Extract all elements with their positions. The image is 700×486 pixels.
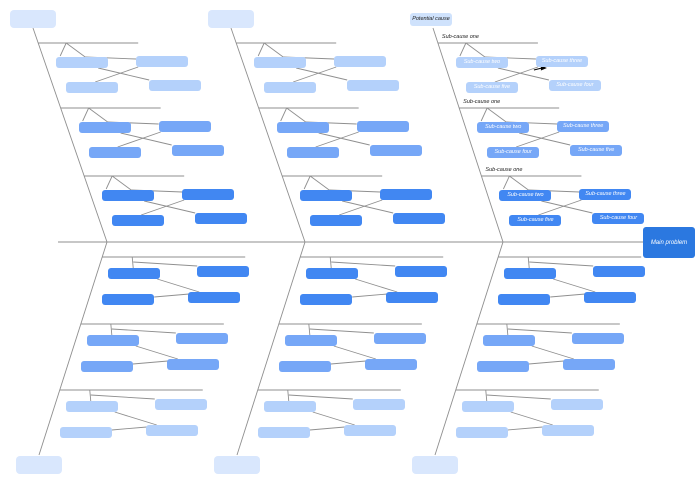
sub-cause-box[interactable]	[257, 427, 310, 438]
category-box[interactable]	[412, 456, 458, 474]
sub-cause-line-label: Sub-cause one	[463, 99, 501, 105]
sub-cause-box[interactable]: Sub-cause two	[455, 57, 508, 68]
sub-cause-box[interactable]: Sub-cause five	[509, 215, 562, 226]
sub-cause-box[interactable]: Sub-cause three	[557, 121, 610, 132]
sub-cause-box[interactable]	[166, 359, 219, 370]
sub-cause-box[interactable]	[373, 333, 426, 344]
sub-cause-box[interactable]	[369, 145, 422, 156]
sub-cause-box[interactable]	[88, 147, 141, 158]
sub-cause-box[interactable]	[56, 57, 109, 68]
sub-cause-box[interactable]	[195, 213, 248, 224]
sub-cause-box[interactable]	[364, 359, 417, 370]
category-box[interactable]	[16, 456, 62, 474]
sub-cause-box[interactable]	[112, 215, 165, 226]
sub-cause-box[interactable]	[86, 335, 139, 346]
sub-cause-box[interactable]: Sub-cause two	[477, 122, 530, 133]
sub-cause-box[interactable]	[334, 56, 387, 67]
sub-cause-box[interactable]	[254, 57, 307, 68]
sub-cause-box[interactable]	[571, 333, 624, 344]
sub-cause-box[interactable]	[504, 268, 557, 279]
sub-cause-box[interactable]	[264, 82, 317, 93]
sub-cause-box[interactable]: Sub-cause four	[548, 80, 601, 91]
sub-cause-box[interactable]: Sub-cause two	[499, 190, 552, 201]
sub-cause-box[interactable]	[310, 215, 363, 226]
sub-cause-box[interactable]	[343, 425, 396, 436]
sub-cause-box[interactable]	[386, 292, 439, 303]
sub-cause-box[interactable]	[395, 266, 448, 277]
sub-cause-box[interactable]	[347, 80, 400, 91]
sub-cause-box[interactable]	[197, 266, 250, 277]
category-box[interactable]	[208, 10, 254, 28]
sub-cause-box[interactable]	[380, 189, 433, 200]
main-problem-box[interactable]: Main problem	[643, 227, 695, 258]
sub-cause-box[interactable]	[476, 361, 529, 372]
sub-cause-box[interactable]	[393, 213, 446, 224]
sub-cause-box[interactable]	[102, 294, 155, 305]
sub-cause-box[interactable]	[59, 427, 112, 438]
sub-cause-box[interactable]	[352, 399, 405, 410]
sub-cause-box[interactable]	[455, 427, 508, 438]
sub-cause-box[interactable]	[286, 147, 339, 158]
sub-cause-box[interactable]: Sub-cause five	[465, 82, 518, 93]
sub-cause-box[interactable]	[66, 82, 119, 93]
sub-cause-box[interactable]	[461, 401, 514, 412]
sub-cause-box[interactable]	[550, 399, 603, 410]
sub-cause-box[interactable]: Sub-cause five	[570, 145, 623, 156]
sub-cause-box[interactable]	[175, 333, 228, 344]
sub-cause-box[interactable]: Sub-cause three	[579, 189, 632, 200]
sub-cause-box[interactable]	[584, 292, 637, 303]
sub-cause-box[interactable]	[356, 121, 409, 132]
potential-cause-box[interactable]: Potential cause	[410, 13, 452, 26]
sub-cause-box[interactable]	[154, 399, 207, 410]
sub-cause-box[interactable]	[541, 425, 594, 436]
sub-cause-box[interactable]: Sub-cause three	[535, 56, 588, 67]
sub-cause-box[interactable]	[108, 268, 161, 279]
sub-cause-box[interactable]	[158, 121, 211, 132]
sub-cause-box[interactable]	[149, 80, 202, 91]
sub-cause-box[interactable]	[276, 122, 329, 133]
sub-cause-box[interactable]	[562, 359, 615, 370]
sub-cause-box[interactable]	[482, 335, 535, 346]
sub-cause-line-label: Sub-cause one	[485, 167, 523, 173]
sub-cause-box[interactable]	[145, 425, 198, 436]
category-box[interactable]	[214, 456, 260, 474]
sub-cause-box[interactable]	[65, 401, 118, 412]
sub-cause-box[interactable]: Sub-cause four	[592, 213, 645, 224]
sub-cause-box[interactable]: Sub-cause four	[487, 147, 540, 158]
sub-cause-box[interactable]	[306, 268, 359, 279]
sub-cause-line-label: Sub-cause one	[441, 34, 479, 40]
sub-cause-box[interactable]	[593, 266, 646, 277]
sub-cause-box[interactable]	[300, 190, 353, 201]
sub-cause-box[interactable]	[284, 335, 337, 346]
category-box[interactable]	[10, 10, 56, 28]
sub-cause-box[interactable]	[182, 189, 235, 200]
sub-cause-box[interactable]	[278, 361, 331, 372]
sub-cause-box[interactable]	[78, 122, 131, 133]
sub-cause-box[interactable]	[102, 190, 155, 201]
sub-cause-box[interactable]	[188, 292, 241, 303]
sub-cause-box[interactable]	[300, 294, 353, 305]
sub-cause-box[interactable]	[80, 361, 133, 372]
sub-cause-box[interactable]	[263, 401, 316, 412]
sub-cause-box[interactable]	[498, 294, 551, 305]
sub-cause-box[interactable]	[136, 56, 189, 67]
sub-cause-box[interactable]	[171, 145, 224, 156]
